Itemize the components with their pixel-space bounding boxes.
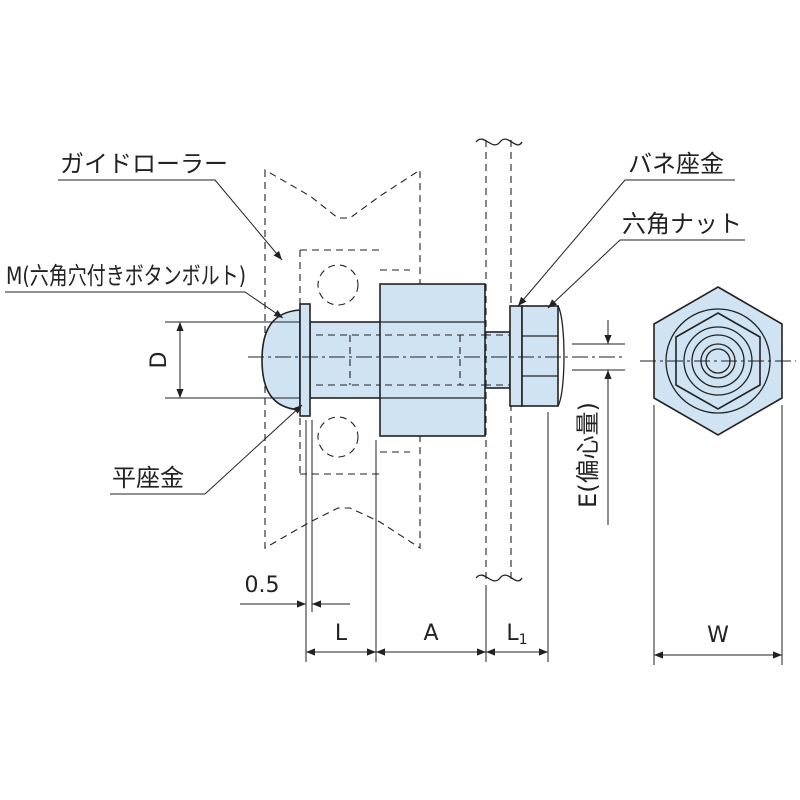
button-bolt-label: M(六角穴付きボタンボルト) [6,262,246,290]
flat-washer-label: 平座金 [112,464,184,492]
button-bolt-head [261,309,301,411]
dim-a-label: A [423,621,438,646]
dim-l1-sub: 1 [519,632,528,648]
guide-roller-label: ガイドローラー [60,150,228,178]
hex-nut-end-view [640,286,796,665]
eccentric-collar [379,283,486,437]
dim-l1-main: L [506,621,519,646]
hex-nut-side [521,305,565,407]
spring-washer-label: バネ座金 [628,150,724,178]
leader-lines [5,179,745,495]
dim-w-label: W [707,623,729,648]
dim-d-label: D [147,352,172,369]
hex-nut-label: 六角ナット [622,210,742,238]
dim-l-label: L [335,621,348,646]
dim-l1-label: L1 [506,621,527,648]
flat-washer [299,303,311,417]
dimension-e [572,320,625,525]
dimension-d [165,321,300,399]
spring-washer [509,305,523,407]
dimension-chain [240,412,549,662]
dim-thickness-label: 0.5 [245,573,280,598]
eccentric-label: E(偏心量) [574,402,602,508]
